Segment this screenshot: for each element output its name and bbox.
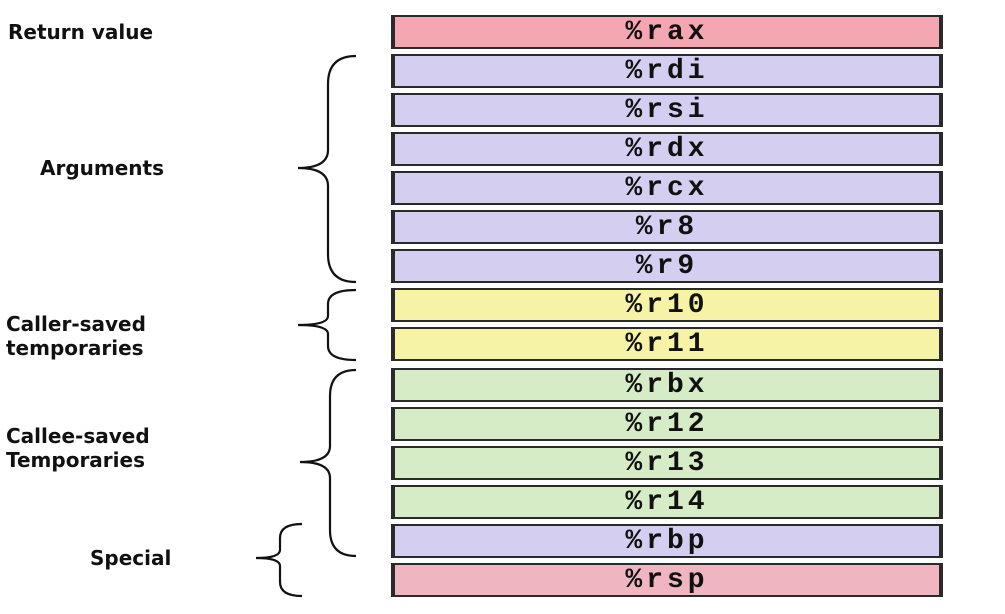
return-value-label: Return value (8, 20, 154, 44)
caller-saved-label-line1: Caller-saved (6, 312, 146, 336)
register-rbx: %rbx (391, 368, 943, 402)
register-rdx: %rdx (391, 132, 943, 166)
callee-saved-brace (299, 368, 357, 558)
register-rax: %rax (391, 15, 943, 49)
arguments-brace (297, 54, 357, 284)
callee-saved-label-line1: Callee-saved (6, 424, 150, 448)
register-r10: %r10 (391, 288, 943, 322)
register-rsi: %rsi (391, 93, 943, 127)
register-r12: %r12 (391, 407, 943, 441)
register-r11: %r11 (391, 327, 943, 361)
register-r14: %r14 (391, 485, 943, 519)
special-brace (255, 522, 303, 598)
register-r13: %r13 (391, 446, 943, 480)
callee-saved-label: Callee-saved Temporaries (6, 424, 150, 472)
special-label: Special (90, 546, 172, 570)
caller-saved-label-line2: temporaries (6, 336, 144, 360)
register-rcx: %rcx (391, 171, 943, 205)
register-rbp: %rbp (391, 524, 943, 558)
register-rsp: %rsp (391, 563, 943, 597)
arguments-label: Arguments (40, 156, 165, 180)
caller-saved-label: Caller-saved temporaries (6, 312, 146, 360)
register-r9: %r9 (391, 249, 943, 283)
register-r8: %r8 (391, 210, 943, 244)
caller-saved-brace (297, 288, 357, 362)
register-rdi: %rdi (391, 54, 943, 88)
callee-saved-label-line2: Temporaries (6, 448, 145, 472)
